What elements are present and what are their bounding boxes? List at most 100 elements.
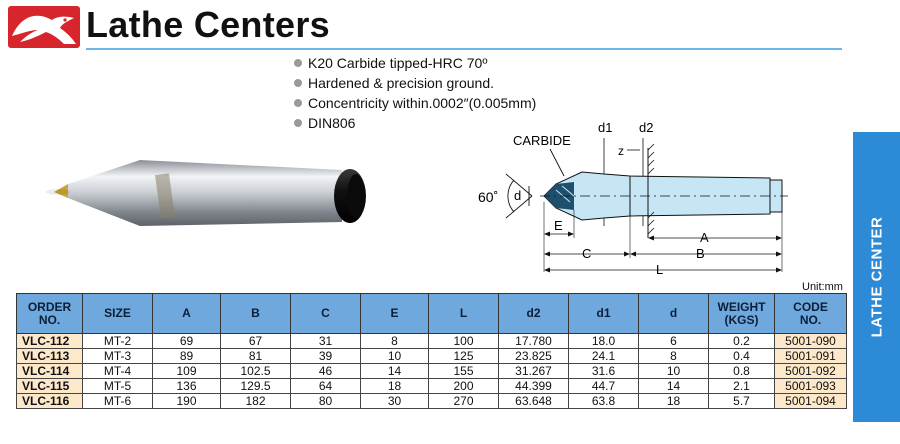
col-c: C (290, 293, 361, 334)
eagle-logo-icon (8, 6, 80, 48)
e-label: E (554, 218, 563, 233)
dimension-diagram: CARBIDE d1 d2 z 60˚ d E A C B L (478, 120, 788, 277)
cell-e: 10 (360, 348, 429, 364)
cell-code-no: 5001-093 (774, 378, 847, 394)
cell-d1: 31.6 (568, 363, 639, 379)
cell-weight: 0.4 (708, 348, 775, 364)
cell-order-no: VLC-114 (16, 363, 83, 379)
title-divider (86, 48, 842, 50)
col-d1: d1 (568, 293, 639, 334)
side-category-tab: LATHE CENTER (853, 132, 900, 422)
cell-b: 182 (220, 393, 291, 409)
cell-d: 18 (638, 393, 709, 409)
cell-d2: 31.267 (498, 363, 569, 379)
cell-d: 14 (638, 378, 709, 394)
cell-weight: 2.1 (708, 378, 775, 394)
cell-size: MT-6 (82, 393, 153, 409)
col-a: A (152, 293, 221, 334)
d1-label: d1 (598, 120, 612, 135)
cell-a: 190 (152, 393, 221, 409)
cell-code-no: 5001-094 (774, 393, 847, 409)
cell-code-no: 5001-090 (774, 333, 847, 349)
cell-a: 69 (152, 333, 221, 349)
bullet-dot-icon (294, 119, 302, 127)
cell-order-no: VLC-113 (16, 348, 83, 364)
cell-d1: 63.8 (568, 393, 639, 409)
unit-label: Unit:mm (802, 281, 843, 293)
cell-size: MT-5 (82, 378, 153, 394)
cell-d1: 24.1 (568, 348, 639, 364)
feature-list: K20 Carbide tipped-HRC 70º Hardened & pr… (294, 53, 536, 133)
cell-d: 10 (638, 363, 709, 379)
col-e: E (360, 293, 429, 334)
col-weight: WEIGHT(KGS) (708, 293, 775, 334)
cell-a: 89 (152, 348, 221, 364)
bullet-dot-icon (294, 79, 302, 87)
cell-b: 102.5 (220, 363, 291, 379)
cell-c: 39 (290, 348, 361, 364)
lathe-center-photo (46, 160, 366, 226)
feature-item: Concentricity within.0002″(0.005mm) (294, 93, 536, 113)
carbide-label: CARBIDE (513, 133, 571, 148)
cell-l: 125 (428, 348, 499, 364)
z-label: z (618, 144, 624, 158)
cell-a: 136 (152, 378, 221, 394)
cell-c: 64 (290, 378, 361, 394)
cell-d2: 17.780 (498, 333, 569, 349)
cell-b: 67 (220, 333, 291, 349)
col-size: SIZE (82, 293, 153, 334)
cell-size: MT-4 (82, 363, 153, 379)
col-b: B (220, 293, 291, 334)
page-title: Lathe Centers (86, 4, 330, 45)
cell-d: 8 (638, 348, 709, 364)
feature-item: Hardened & precision ground. (294, 73, 536, 93)
cell-order-no: VLC-112 (16, 333, 83, 349)
cell-code-no: 5001-091 (774, 348, 847, 364)
cell-d1: 18.0 (568, 333, 639, 349)
cell-weight: 0.2 (708, 333, 775, 349)
cell-b: 81 (220, 348, 291, 364)
cell-d2: 44.399 (498, 378, 569, 394)
cell-l: 155 (428, 363, 499, 379)
cell-l: 100 (428, 333, 499, 349)
feature-item: DIN806 (294, 113, 536, 133)
cell-weight: 5.7 (708, 393, 775, 409)
cell-l: 270 (428, 393, 499, 409)
d2-label: d2 (639, 120, 653, 135)
cell-order-no: VLC-116 (16, 393, 83, 409)
bullet-dot-icon (294, 59, 302, 67)
cell-b: 129.5 (220, 378, 291, 394)
c-label: C (582, 246, 591, 261)
col-d: d (638, 293, 709, 334)
cell-d2: 23.825 (498, 348, 569, 364)
cell-d1: 44.7 (568, 378, 639, 394)
cell-c: 46 (290, 363, 361, 379)
a-label: A (700, 230, 709, 245)
cell-c: 80 (290, 393, 361, 409)
cell-weight: 0.8 (708, 363, 775, 379)
cell-order-no: VLC-115 (16, 378, 83, 394)
col-d2: d2 (498, 293, 569, 334)
angle-label: 60˚ (478, 189, 498, 205)
l-label: L (656, 262, 663, 277)
cell-l: 200 (428, 378, 499, 394)
feature-item: K20 Carbide tipped-HRC 70º (294, 53, 536, 73)
cell-d: 6 (638, 333, 709, 349)
cell-c: 31 (290, 333, 361, 349)
cell-code-no: 5001-092 (774, 363, 847, 379)
bullet-dot-icon (294, 99, 302, 107)
d-label: d (514, 188, 521, 203)
cell-a: 109 (152, 363, 221, 379)
cell-e: 8 (360, 333, 429, 349)
b-label: B (696, 246, 705, 261)
cell-size: MT-3 (82, 348, 153, 364)
